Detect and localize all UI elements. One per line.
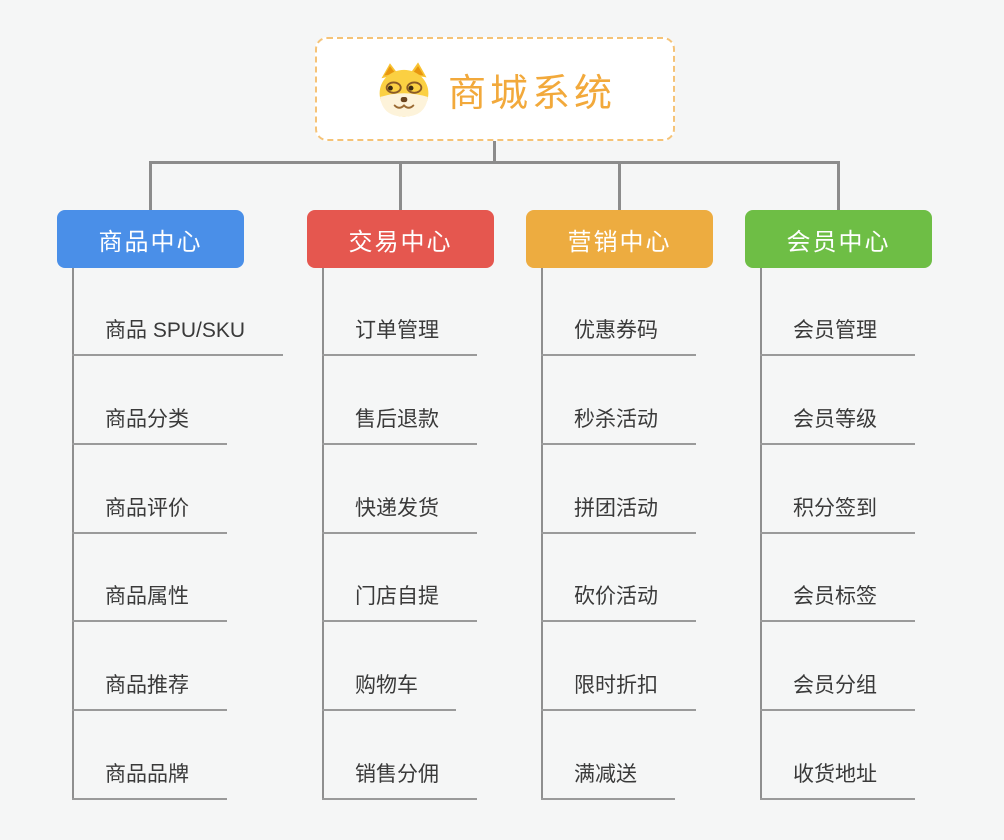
connector-drop-products: [149, 161, 152, 210]
leaf-node[interactable]: 商品推荐: [72, 671, 227, 711]
branch-node-products[interactable]: 商品中心: [57, 210, 244, 268]
root-title: 商城系统: [447, 72, 616, 115]
connector-bus: [149, 161, 840, 164]
leaf-node[interactable]: 商品 SPU/SKU: [72, 316, 284, 356]
leaf-node[interactable]: 快递发货: [322, 494, 477, 534]
leaf-node[interactable]: 会员等级: [760, 405, 915, 445]
connector-drop-marketing: [618, 161, 621, 210]
leaf-node[interactable]: 优惠券码: [541, 316, 696, 356]
leaf-node[interactable]: 门店自提: [322, 582, 477, 622]
branch-node-trade[interactable]: 交易中心: [307, 210, 494, 268]
leaf-node[interactable]: 限时折扣: [541, 671, 696, 711]
leaf-node[interactable]: 会员标签: [760, 582, 915, 622]
connector-drop-members: [837, 161, 840, 210]
leaf-node[interactable]: 销售分佣: [322, 760, 477, 800]
connector-drop-trade: [399, 161, 402, 210]
leaf-node[interactable]: 秒杀活动: [541, 405, 696, 445]
leaf-node[interactable]: 商品分类: [72, 405, 227, 445]
root-node[interactable]: 商城系统: [315, 37, 675, 141]
doge-icon: [379, 61, 429, 117]
leaf-node[interactable]: 购物车: [322, 671, 456, 711]
leaf-node[interactable]: 拼团活动: [541, 494, 696, 534]
leaf-node[interactable]: 商品品牌: [72, 760, 227, 800]
branch-node-marketing[interactable]: 营销中心: [526, 210, 713, 268]
leaf-node[interactable]: 售后退款: [322, 405, 477, 445]
leaf-node[interactable]: 收货地址: [760, 760, 915, 800]
leaf-node[interactable]: 会员管理: [760, 316, 915, 356]
leaf-node[interactable]: 订单管理: [322, 316, 477, 356]
connector-root-stem: [493, 140, 496, 163]
leaf-node[interactable]: 满减送: [541, 760, 675, 800]
leaf-node[interactable]: 商品属性: [72, 582, 227, 622]
leaf-node[interactable]: 商品评价: [72, 494, 227, 534]
leaf-node[interactable]: 积分签到: [760, 494, 915, 534]
leaf-node[interactable]: 砍价活动: [541, 582, 696, 622]
leaf-node[interactable]: 会员分组: [760, 671, 915, 711]
branch-node-members[interactable]: 会员中心: [745, 210, 932, 268]
